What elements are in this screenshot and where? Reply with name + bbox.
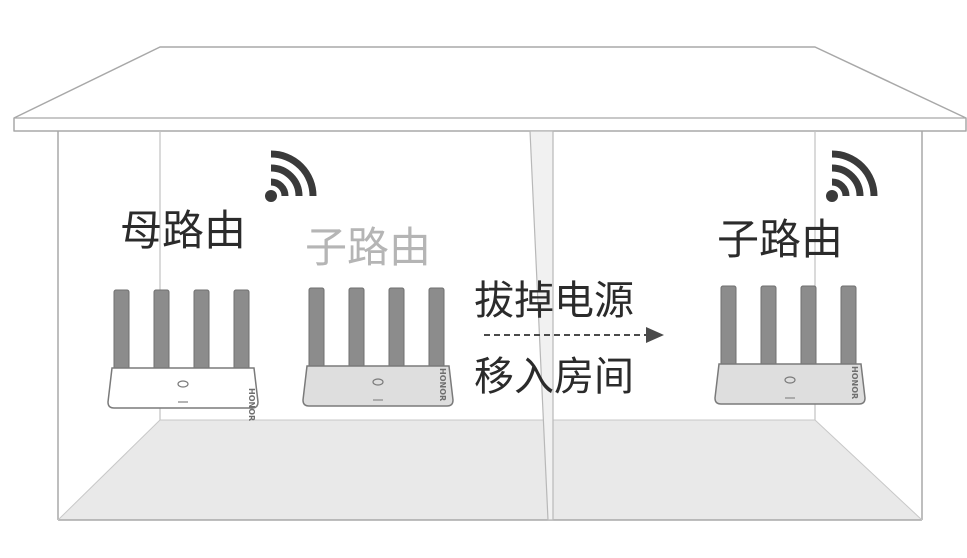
dashed-arrow-icon	[484, 327, 664, 343]
sub-router-after-label: 子路由	[717, 215, 843, 264]
brand-logo: HONOR	[438, 368, 447, 401]
sub-router-before: HONOR	[302, 287, 454, 407]
wifi-signal-icon	[265, 154, 313, 202]
action-line-2: 移入房间	[474, 354, 634, 400]
router-icon	[714, 285, 866, 405]
brand-logo: HONOR	[850, 366, 859, 399]
router-icon	[302, 287, 454, 407]
action-line-1: 拔掉电源	[474, 278, 634, 324]
sub-router-before-label: 子路由	[305, 223, 431, 272]
wifi-signal-icon	[826, 154, 874, 202]
main-router: HONOR	[107, 289, 259, 421]
floor	[58, 420, 922, 520]
house	[13, 46, 967, 521]
brand-logo: HONOR	[247, 388, 256, 421]
main-router-label: 母路由	[120, 206, 246, 255]
router-icon	[107, 289, 259, 409]
partition-wall	[529, 130, 554, 521]
sub-router-after: HONOR	[714, 285, 866, 405]
